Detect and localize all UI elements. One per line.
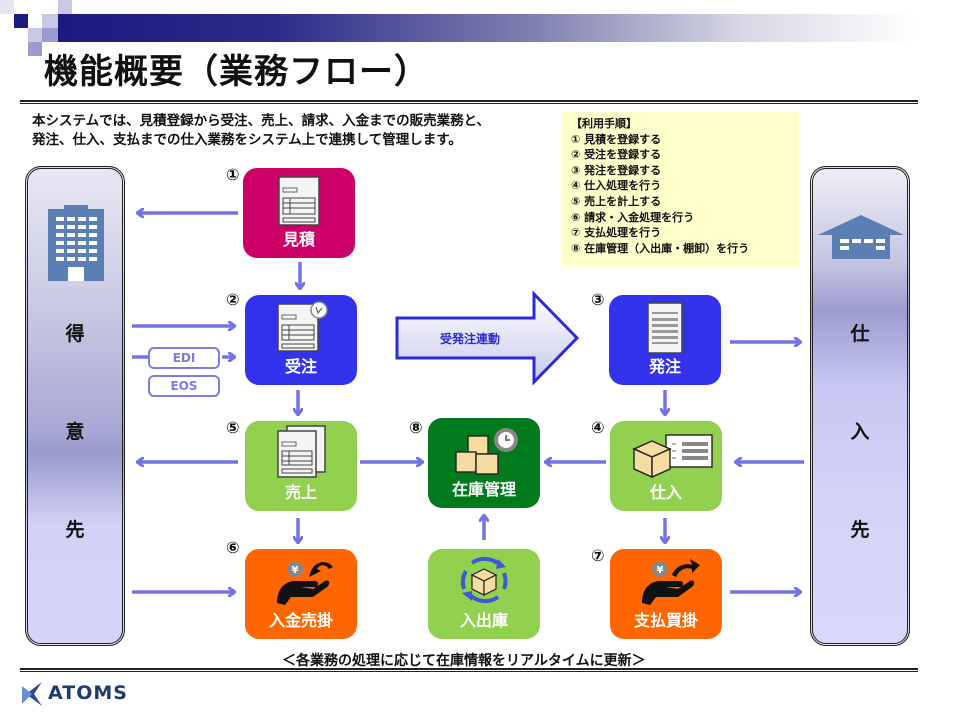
supplier-label-char: 仕 bbox=[850, 323, 870, 345]
deco-square bbox=[42, 14, 58, 28]
svg-text:¥: ¥ bbox=[657, 565, 664, 576]
deco-square bbox=[0, 0, 14, 14]
title-divider bbox=[20, 100, 918, 104]
procedure-box: 【利用手順】 ① 見積を登録する ② 受注を登録する ③ 発注を登録する ④ 仕… bbox=[561, 112, 799, 267]
procedure-step: ⑤ 売上を計上する bbox=[571, 194, 662, 208]
deco-square bbox=[58, 0, 72, 14]
deco-square bbox=[28, 42, 42, 56]
office-building-icon bbox=[48, 205, 104, 281]
step-number: ⑥ bbox=[226, 538, 240, 557]
quote-node[interactable]: 見積 bbox=[243, 168, 355, 258]
yen-hand-pay-icon: ¥ bbox=[642, 559, 700, 605]
procedure-step: ③ 発注を登録する bbox=[571, 163, 662, 177]
procedure-step: ⑧ 在庫管理（入出庫・棚卸）を行う bbox=[571, 241, 750, 255]
yen-hand-receive-icon: ¥ bbox=[277, 561, 333, 605]
boxes-clock-icon bbox=[455, 428, 518, 475]
customer-label-char: 意 bbox=[65, 421, 85, 443]
node-label: 受注 bbox=[284, 357, 317, 376]
node-label: 見積 bbox=[282, 230, 315, 249]
step-number: ⑧ bbox=[409, 418, 423, 437]
box-cycle-icon bbox=[460, 556, 508, 604]
order-purchase-link-arrow bbox=[395, 290, 580, 386]
deco-square bbox=[28, 28, 42, 42]
documents-icon bbox=[277, 425, 326, 478]
procedure-step: ① 見積を登録する bbox=[571, 132, 662, 146]
edi-tag: EDI bbox=[148, 347, 220, 369]
order-node[interactable]: 受注 bbox=[245, 295, 357, 385]
atoms-logo-icon bbox=[22, 682, 42, 706]
atoms-logo-text: ATOMS bbox=[48, 682, 128, 704]
inventory-node[interactable]: 在庫管理 bbox=[428, 418, 540, 508]
customer-label-char: 先 bbox=[65, 519, 85, 541]
node-label: 入金売掛 bbox=[268, 611, 333, 630]
node-label: 売上 bbox=[284, 483, 317, 502]
supplier-label-char: 先 bbox=[850, 519, 870, 541]
supplier-pillar: 仕 入 先 bbox=[810, 166, 910, 646]
intro-line: 発注、仕入、支払までの仕入業務をシステム上で連携して管理します。 bbox=[32, 132, 462, 148]
procedure-step: ② 受注を登録する bbox=[571, 148, 662, 162]
step-number: ⑦ bbox=[591, 546, 605, 565]
node-label: 仕入 bbox=[649, 483, 682, 502]
box-checklist-icon bbox=[632, 434, 713, 479]
purchase-node[interactable]: 発注 bbox=[609, 295, 721, 385]
document-check-icon bbox=[277, 301, 328, 352]
deco-square bbox=[42, 28, 58, 42]
procedure-step: ④ 仕入処理を行う bbox=[571, 179, 662, 193]
page-title: 機能概要（業務フロー） bbox=[44, 52, 429, 92]
procedure-step: ⑥ 請求・入金処理を行う bbox=[571, 210, 695, 224]
supplier-label-char: 入 bbox=[850, 421, 870, 443]
node-label: 支払買掛 bbox=[633, 611, 698, 630]
node-label: 在庫管理 bbox=[451, 480, 516, 499]
realtime-caption: ＜各業務の処理に応じて在庫情報をリアルタイムに更新＞ bbox=[282, 653, 646, 669]
node-label: 発注 bbox=[648, 357, 681, 376]
procedure-heading: 【利用手順】 bbox=[571, 117, 637, 130]
node-label: 入出庫 bbox=[459, 611, 508, 630]
sales-node[interactable]: 売上 bbox=[245, 421, 357, 511]
step-number: ① bbox=[226, 165, 240, 184]
header-gradient-bar bbox=[58, 14, 918, 42]
intro-text: 本システムでは、見積登録から受注、売上、請求、入金までの販売業務と、 発注、仕入… bbox=[32, 112, 490, 150]
step-number: ⑤ bbox=[226, 418, 240, 437]
procedure-step: ⑦ 支払処理を行う bbox=[571, 226, 662, 240]
warehouse-icon bbox=[818, 215, 904, 259]
link-arrow-label: 受発注連動 bbox=[440, 332, 501, 346]
svg-text:¥: ¥ bbox=[292, 565, 299, 576]
customer-pillar: 得 意 先 bbox=[25, 166, 125, 646]
deco-square bbox=[14, 14, 28, 28]
inout-node[interactable]: 入出庫 bbox=[428, 549, 540, 639]
receiving-node[interactable]: 仕入 bbox=[610, 421, 722, 511]
receipt-node[interactable]: ¥ 入金売掛 bbox=[245, 549, 357, 639]
eos-tag: EOS bbox=[148, 375, 220, 397]
payment-node[interactable]: ¥ 支払買掛 bbox=[610, 549, 722, 639]
step-number: ② bbox=[226, 290, 240, 309]
step-number: ③ bbox=[591, 290, 605, 309]
document-icon bbox=[647, 302, 683, 354]
customer-label-char: 得 bbox=[65, 323, 85, 345]
intro-line: 本システムでは、見積登録から受注、売上、請求、入金までの販売業務と、 bbox=[32, 113, 491, 129]
footer-divider bbox=[20, 668, 918, 672]
document-form-icon bbox=[278, 176, 320, 226]
step-number: ④ bbox=[591, 418, 605, 437]
